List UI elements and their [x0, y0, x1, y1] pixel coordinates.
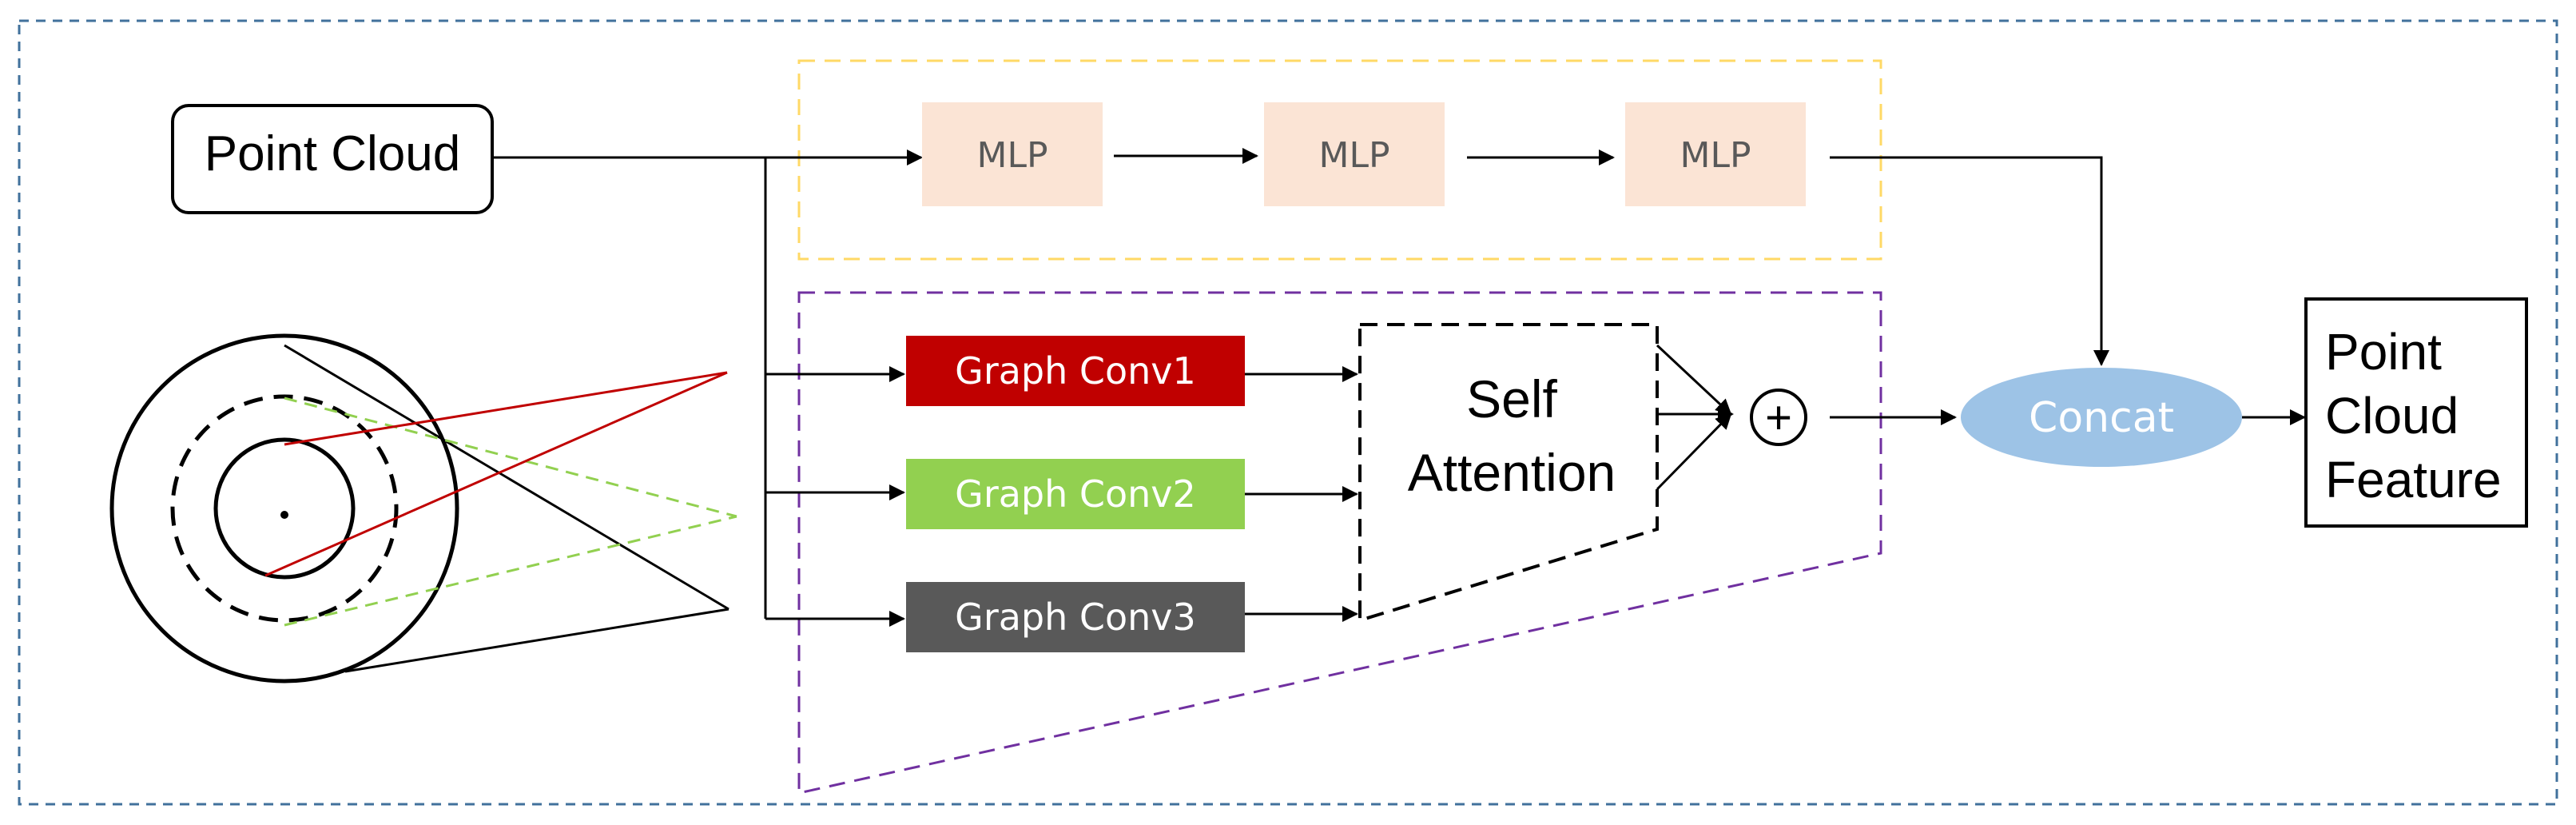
self-attention-line2: Attention — [1408, 443, 1616, 502]
graph-conv-3-box — [906, 582, 1245, 652]
receptive-outer-circle — [109, 333, 459, 684]
point-cloud-input: Point Cloud — [171, 104, 494, 214]
graph-conv-2-label: Graph Conv2 — [955, 472, 1196, 516]
graph-conv-1-label: Graph Conv1 — [955, 349, 1196, 393]
mlp-block-1: MLP — [922, 102, 1103, 206]
receptive-field-illustration — [109, 333, 737, 684]
graph-conv-3: Graph Conv3 — [906, 582, 1245, 652]
add-symbol: + — [1765, 392, 1792, 444]
mlp-block-3-label: MLP — [1680, 135, 1751, 176]
point-cloud-input-label: Point Cloud — [205, 126, 461, 181]
output-line1: Point — [2325, 323, 2442, 381]
mlp-block-2: MLP — [1264, 102, 1445, 206]
output-line3: Feature — [2325, 451, 2502, 508]
receptive-inner-circle — [213, 437, 356, 580]
mlp-block-3: MLP — [1625, 102, 1806, 206]
mlp-block-2-label: MLP — [1318, 135, 1389, 176]
graph-conv-2-box — [906, 459, 1245, 529]
graph-branch-frame — [797, 291, 1882, 795]
outer-frame — [18, 19, 2558, 806]
add-operator: + — [1750, 389, 1807, 446]
receptive-middle-circle — [170, 394, 399, 623]
graph-conv-1-box — [906, 336, 1245, 406]
conv-to-attention-arrows — [1245, 366, 1358, 622]
output-line2: Cloud — [2325, 387, 2459, 444]
mlp-branch-frame — [797, 59, 1882, 261]
point-cloud-feature-output: Point Cloud Feature — [2304, 297, 2528, 528]
self-attention-shape — [1358, 323, 1659, 623]
mlp-block-1-label: MLP — [976, 135, 1047, 176]
graph-conv-3-label: Graph Conv3 — [955, 596, 1196, 639]
attention-to-add-lines — [1656, 344, 1734, 491]
input-connectors — [492, 149, 923, 627]
graph-conv-1: Graph Conv1 — [906, 336, 1245, 406]
mlp-block-2-box — [1264, 102, 1445, 206]
self-attention-line1: Self — [1466, 369, 1557, 428]
concat-node: Concat — [1961, 368, 2242, 467]
mlp-arrows — [1114, 148, 2109, 366]
self-attention-block: Self Attention — [1358, 323, 1659, 623]
receptive-center-point — [280, 511, 288, 519]
mlp-block-3-box — [1625, 102, 1806, 206]
concat-label: Concat — [2029, 394, 2174, 442]
mlp-block-1-box — [922, 102, 1103, 206]
graph-conv-2: Graph Conv2 — [906, 459, 1245, 529]
